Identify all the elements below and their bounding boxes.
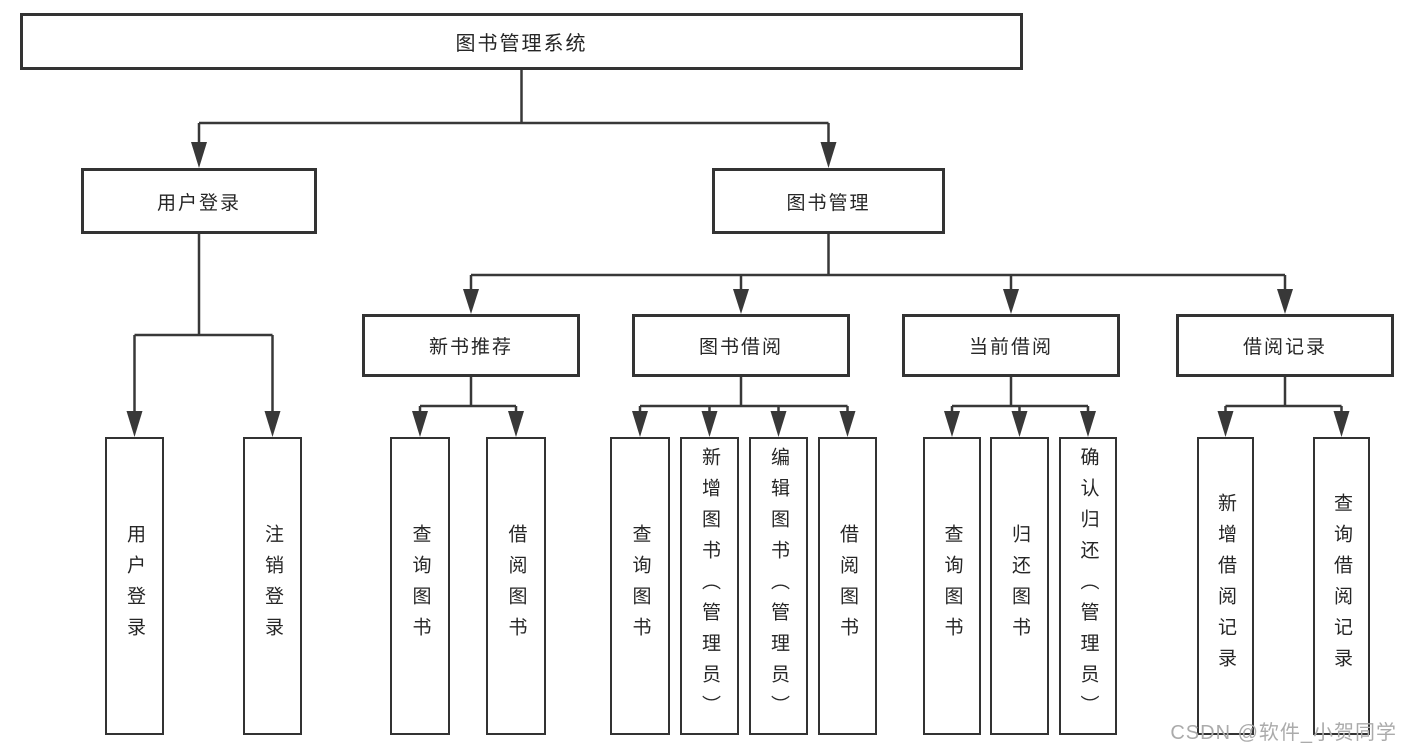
leaf-logout: 注销登录 [243,437,302,735]
leaf-user-login: 用户登录 [105,437,164,735]
leaf-add-borrow-record: 新增借阅记录 [1197,437,1254,735]
leaf-query-books-recommend: 查询图书 [390,437,450,735]
leaf-query-books-current: 查询图书 [923,437,981,735]
leaf-query-books-borrow: 查询图书 [610,437,670,735]
node-label: 图书管理系统 [455,33,588,55]
leaf-label: 查询图书 [629,524,651,648]
node-current-borrow: 当前借阅 [902,314,1120,377]
leaf-label: 编辑图书（管理员） [768,446,789,726]
leaf-label: 新增图书（管理员） [699,446,720,726]
node-label: 当前借阅 [968,337,1053,358]
leaf-label: 借阅图书 [837,524,858,648]
node-book-management: 图书管理 [712,168,945,234]
leaf-label: 用户登录 [124,524,145,648]
leaf-label: 归还图书 [1009,524,1030,648]
leaf-edit-book-admin: 编辑图书（管理员） [749,437,808,735]
node-user-login: 用户登录 [81,168,317,234]
csdn-watermark: CSDN @软件_小贺同学 [1170,722,1397,744]
leaf-borrow-books: 借阅图书 [818,437,877,735]
leaf-return-books: 归还图书 [990,437,1049,735]
node-book-borrow: 图书借阅 [632,314,850,377]
leaf-label: 查询图书 [941,524,963,648]
node-label: 新书推荐 [428,337,513,358]
node-label: 图书借阅 [698,337,783,358]
leaf-confirm-return-admin: 确认归还（管理员） [1059,437,1117,735]
node-borrow-records: 借阅记录 [1176,314,1394,377]
node-label: 借阅记录 [1242,337,1327,358]
leaf-label: 借阅图书 [505,524,527,648]
leaf-borrow-books-recommend: 借阅图书 [486,437,546,735]
leaf-label: 查询图书 [409,524,431,648]
leaf-label: 注销登录 [262,524,283,648]
node-label: 图书管理 [786,192,871,214]
node-label: 用户登录 [156,192,241,214]
leaf-label: 新增借阅记录 [1215,493,1236,679]
leaf-query-borrow-record: 查询借阅记录 [1313,437,1370,735]
node-library-system: 图书管理系统 [20,13,1023,70]
leaf-label: 确认归还（管理员） [1077,446,1099,726]
leaf-label: 查询借阅记录 [1331,493,1352,679]
leaf-add-book-admin: 新增图书（管理员） [680,437,739,735]
node-new-book-recommend: 新书推荐 [362,314,580,377]
